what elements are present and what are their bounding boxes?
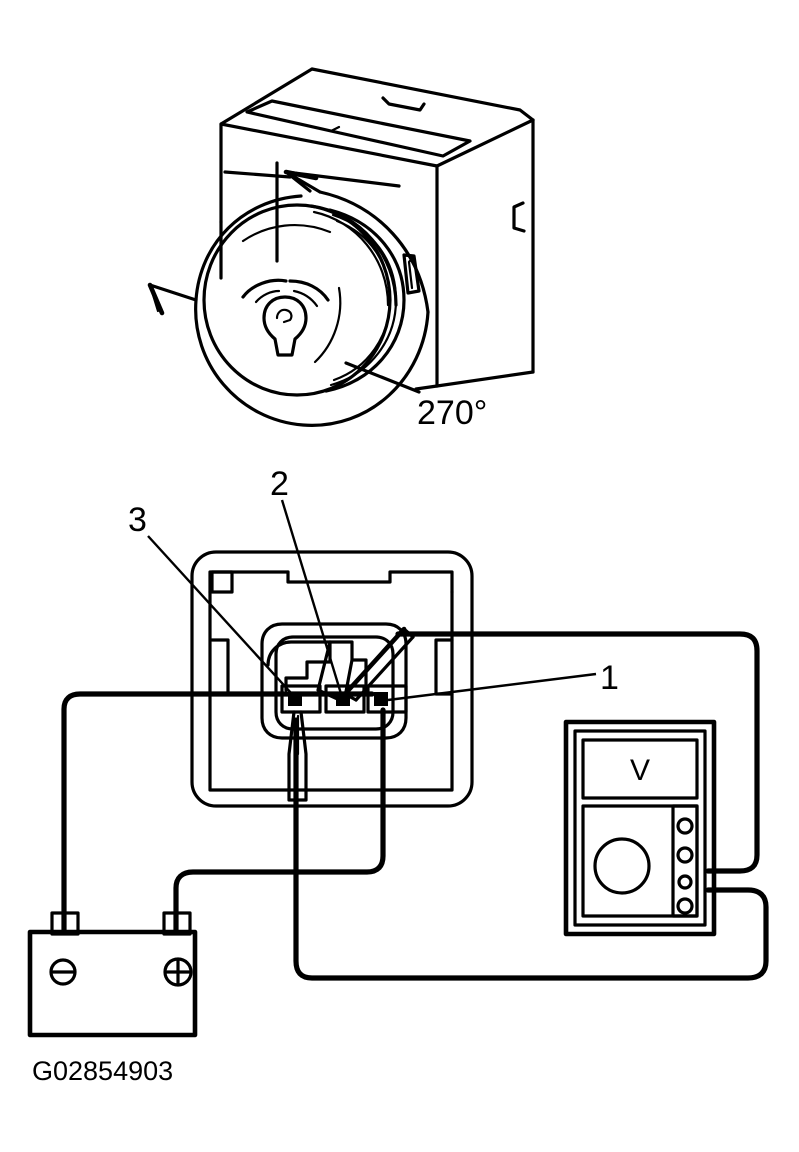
housing-top-right-edge [435, 118, 535, 168]
voltmeter-display [581, 738, 699, 800]
voltmeter-port-2[interactable] [676, 846, 694, 864]
callout-leader-3 [147, 535, 293, 695]
blower-wheel-rear-rim-inner2 [332, 219, 392, 382]
terminal-left-pin [288, 692, 302, 706]
battery [27, 911, 198, 1038]
blower-motor-assembly: 270° [147, 67, 535, 432]
battery-negative-post [50, 911, 80, 936]
voltmeter-port-4[interactable] [676, 897, 694, 915]
callouts: 3 2 1 [128, 465, 619, 702]
rotation-arrow-shaft-left [148, 283, 198, 302]
callout-leader-1 [387, 672, 597, 702]
housing-top-tab [381, 96, 426, 112]
figure-id-code: G02854903 [32, 1056, 173, 1086]
callout-label-2: 2 [270, 465, 289, 503]
relay-contact-carrier-left [266, 640, 332, 692]
angle-leader-line [344, 361, 421, 394]
voltmeter-port-strip [671, 804, 699, 918]
rotation-arc-outer [194, 194, 430, 427]
voltmeter-port-1[interactable] [676, 817, 694, 835]
battery-negative-terminal [49, 958, 77, 986]
terminal-center-pin [336, 692, 350, 706]
blower-wheel-rear-rim [324, 208, 406, 393]
terminal-right-pin [374, 692, 388, 706]
callout-label-3: 3 [128, 501, 147, 539]
angle-label: 270° [417, 394, 487, 432]
voltmeter-knob[interactable] [593, 837, 651, 895]
housing-top-front-edge [219, 122, 439, 168]
housing-bottom-front-edge [414, 384, 439, 391]
blower-wheel-top-arc [241, 223, 332, 243]
relay-mid-shell [260, 622, 408, 740]
rotation-arc-inner2 [312, 210, 390, 307]
rotation-arrow-tail-up [284, 170, 401, 188]
rotation-arrow-shaft-up [318, 190, 430, 314]
rotation-arrow-head-up-b [284, 170, 312, 193]
battery-case [27, 929, 198, 1038]
relay-connector [190, 550, 474, 808]
voltmeter-case-inner [573, 729, 707, 927]
housing-front-horizontal-line [223, 170, 292, 179]
relay-probe-blade-tip [402, 627, 415, 639]
relay-contact-wedge [316, 640, 354, 704]
housing-top-slot-divider [329, 125, 341, 133]
terminal-center[interactable] [324, 684, 366, 714]
callout-leader-2 [280, 499, 344, 698]
voltmeter-port-3[interactable] [677, 874, 693, 890]
housing-bottom-right-edge [435, 370, 535, 388]
terminal-right[interactable] [366, 684, 408, 714]
housing-top-back-edge [310, 67, 535, 122]
wiring-harness [61, 631, 769, 981]
hub-center-body [262, 295, 308, 357]
relay-voltage-test: 3 2 1 V [27, 465, 769, 1038]
hub-vane-left [241, 278, 288, 299]
relay-top-latch [286, 570, 454, 594]
blower-wheel-side-arc [313, 286, 342, 364]
blower-housing [219, 67, 535, 391]
wire-relay-to-voltmeter-upper [395, 631, 760, 874]
relay-inner-outline-tl [208, 570, 290, 594]
battery-positive-terminal [163, 957, 193, 987]
relay-outer-body [190, 550, 474, 808]
rotation-indicator [147, 161, 430, 427]
relay-probe-blade [342, 626, 407, 697]
hub-vane-left-inner [254, 289, 281, 304]
hub-vane-right [288, 279, 330, 302]
wire-relay-to-voltmeter-lower [293, 717, 769, 981]
callout-label-1: 1 [600, 659, 619, 697]
battery-positive-post [162, 911, 192, 936]
hub-center-inner-mark [275, 308, 293, 324]
hub-vane-right-inner [292, 289, 319, 308]
wire-battery-negative-to-relay [61, 691, 375, 935]
battery-positive-symbol [165, 959, 191, 985]
blower-hub [241, 278, 330, 357]
relay-left-keyway [210, 638, 230, 696]
mounting-tab-front-inner [407, 254, 416, 290]
rotation-arrow-head-left-b [148, 283, 160, 313]
voltmeter: V [563, 719, 717, 937]
voltmeter-case [563, 719, 717, 937]
rotation-arc-inner [309, 204, 398, 307]
wire-battery-positive-to-relay [173, 707, 386, 935]
relay-test-probe-body [287, 710, 308, 802]
voltmeter-display-label: V [630, 754, 650, 787]
mounting-tab-right [512, 201, 526, 233]
